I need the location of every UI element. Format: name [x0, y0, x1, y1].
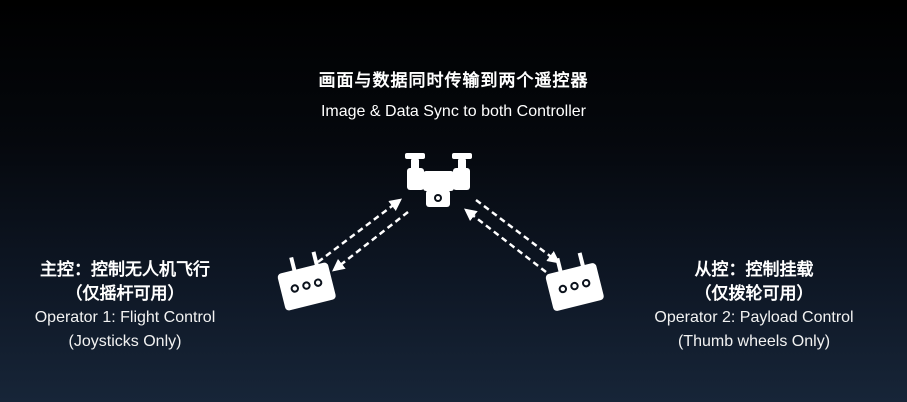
operator-2-label: 从控：控制挂载 （仅拨轮可用） Operator 2: Payload Cont… [624, 258, 884, 354]
operator-1-role-en: Operator 1: Flight Control [34, 309, 216, 326]
operator-2-note-en: (Thumb wheels Only) [677, 333, 831, 350]
operator-1-note-cn: （仅摇杆可用） [65, 284, 185, 304]
left-controller-icon [277, 251, 336, 311]
operator-1-note-en: (Joysticks Only) [68, 333, 182, 350]
operator-1-label: 主控：控制无人机飞行 （仅摇杆可用） Operator 1: Flight Co… [0, 258, 255, 354]
right-controller-icon [545, 252, 604, 311]
right-arrows-icon [464, 199, 560, 273]
operator-2-role-en: Operator 2: Payload Control [654, 309, 854, 326]
operator-2-role-cn: 从控：控制挂载 [694, 260, 814, 280]
title-english: Image & Data Sync to both Controller [320, 103, 587, 120]
operator-2-note-cn: （仅拨轮可用） [694, 284, 814, 304]
operator-1-role-cn: 主控：控制无人机飞行 [40, 260, 210, 280]
title-chinese: 画面与数据同时传输到两个遥控器 [318, 71, 589, 91]
left-arrows-icon [317, 198, 409, 272]
drone-icon [405, 153, 472, 207]
